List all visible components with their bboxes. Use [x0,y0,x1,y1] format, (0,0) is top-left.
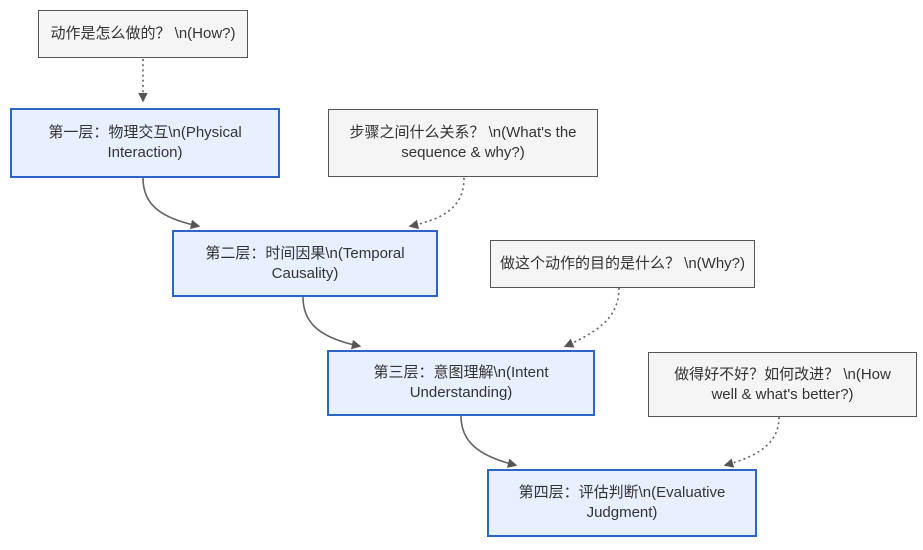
node-layer-3-intent-understanding: 第三层：意图理解\n(Intent Understanding) [327,350,595,416]
node-label-line: sequence & why?) [401,144,525,161]
node-question-how: 动作是怎么做的？ \n(How?) [38,10,248,58]
node-label-line: Judgment) [586,504,658,521]
node-label-line: 动作是怎么做的？ \n(How?) [50,25,236,42]
node-label-line: 做得好不好？如何改进？ \n(How [674,365,891,383]
node-label-line: Understanding) [409,384,513,401]
edge-question-why-to-layer3 [563,287,620,348]
node-layer-2-temporal-causality: 第二层：时间因果\n(Temporal Causality) [172,230,438,297]
node-label-line: well & what's better?) [711,385,854,403]
node-label-line: 第三层：意图理解\n(Intent [373,364,549,381]
node-label-line: 第四层：评估判断\n(Evaluative [518,484,726,501]
edge-layer3-to-layer4 [460,415,518,468]
node-question-why: 做这个动作的目的是什么？ \n(Why?) [490,240,755,288]
node-layer-4-evaluative-judgment: 第四层：评估判断\n(Evaluative Judgment) [487,469,757,537]
node-layer-1-physical-interaction: 第一层：物理交互\n(Physical Interaction) [10,108,280,178]
node-label-line: 做这个动作的目的是什么？ \n(Why?) [499,255,745,272]
edge-layer2-to-layer3 [302,296,362,350]
edge-layer1-to-layer2 [142,177,201,230]
node-question-how-well: 做得好不好？如何改进？ \n(How well & what's better?… [648,352,917,417]
edge-question-sequence-to-layer2 [408,177,465,230]
node-question-sequence: 步骤之间什么关系？ \n(What's the sequence & why?) [328,109,598,177]
node-label-line: Causality) [271,264,339,282]
node-label-line: 第一层：物理交互\n(Physical [48,124,242,141]
edge-question-how-well-to-layer4 [723,416,780,468]
node-label-line: 步骤之间什么关系？ \n(What's the [349,124,577,141]
node-label-line: Interaction) [107,144,183,161]
node-label-line: 第二层：时间因果\n(Temporal [205,244,405,262]
